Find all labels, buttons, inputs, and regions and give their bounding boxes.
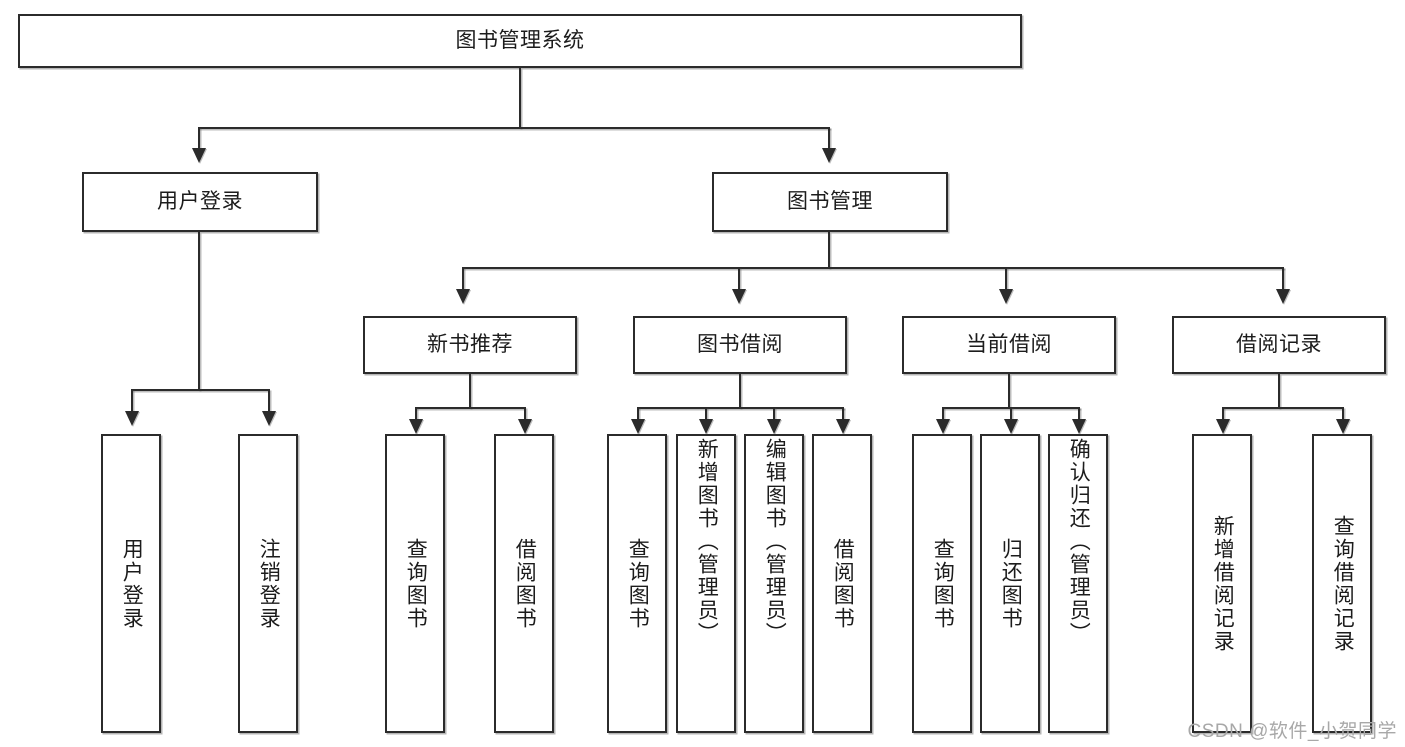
arrowhead-book-manage-to-current-borrow (999, 289, 1013, 304)
node-leaf-return-book[interactable]: 归还图书 (980, 434, 1040, 733)
connector-new-book-rec-to-leaf2 (524, 407, 526, 421)
arrowhead-book-manage-to-borrow-record (1276, 289, 1290, 304)
node-leaf-borrow-book-2[interactable]: 借阅图书 (812, 434, 872, 733)
connector-current-borrow-stem (1008, 374, 1010, 408)
arrowhead-user-login-to-leaf1 (125, 411, 139, 426)
node-root[interactable]: 图书管理系统 (18, 14, 1022, 68)
arrowhead-book-manage-to-book-borrow (732, 289, 746, 304)
node-leaf-add-book-admin[interactable]: 新增图书（管理员） (676, 434, 736, 733)
node-leaf-query-book-3[interactable]: 查询图书 (912, 434, 972, 733)
node-leaf-confirm-return-admin[interactable]: 确认归还（管理员） (1048, 434, 1108, 733)
node-leaf-add-borrow-record-label: 新增借阅记录 (1211, 514, 1235, 653)
connector-new-book-rec-stem (469, 374, 471, 408)
connector-book-borrow-to-leaf4 (842, 407, 844, 421)
arrowhead-current-borrow-to-leaf3 (1072, 419, 1086, 434)
node-leaf-query-borrow-record[interactable]: 查询借阅记录 (1312, 434, 1372, 733)
connector-user-login-stem (198, 232, 200, 390)
arrowhead-root-to-book-manage (822, 148, 836, 163)
arrowhead-book-borrow-to-leaf1 (631, 419, 645, 434)
node-leaf-return-book-label: 归还图书 (999, 537, 1023, 630)
node-new-book-rec[interactable]: 新书推荐 (363, 316, 577, 374)
connector-user-login-to-leaf1 (131, 389, 133, 413)
node-leaf-query-book-2[interactable]: 查询图书 (607, 434, 667, 733)
connector-borrow-record-bus (1222, 407, 1342, 409)
connector-book-borrow-to-leaf3 (773, 407, 775, 421)
connector-book-manage-to-current-borrow (1005, 267, 1007, 291)
arrowhead-root-to-user-login (192, 148, 206, 163)
connector-book-borrow-bus (637, 407, 844, 409)
node-leaf-query-book-1-label: 查询图书 (404, 537, 428, 630)
node-user-login-label: 用户登录 (157, 189, 243, 213)
node-root-label: 图书管理系统 (455, 28, 585, 52)
node-leaf-confirm-return-admin-label: 确认归还（管理员） (1067, 438, 1091, 645)
node-leaf-add-book-admin-label: 新增图书（管理员） (695, 438, 719, 645)
node-leaf-add-borrow-record[interactable]: 新增借阅记录 (1192, 434, 1252, 733)
arrowhead-new-book-rec-to-leaf1 (409, 419, 423, 434)
arrowhead-current-borrow-to-leaf1 (936, 419, 950, 434)
node-book-manage[interactable]: 图书管理 (712, 172, 948, 232)
connector-book-borrow-to-leaf2 (705, 407, 707, 421)
node-user-login[interactable]: 用户登录 (82, 172, 318, 232)
node-borrow-record-label: 借阅记录 (1236, 332, 1322, 356)
node-leaf-edit-book-admin[interactable]: 编辑图书（管理员） (744, 434, 804, 733)
connector-book-manage-to-borrow-record (1282, 267, 1284, 291)
connector-book-manage-bus (462, 267, 1284, 269)
node-current-borrow[interactable]: 当前借阅 (902, 316, 1116, 374)
arrowhead-new-book-rec-to-leaf2 (518, 419, 532, 434)
connector-root-to-user-login (198, 127, 200, 150)
connector-user-login-bus (131, 389, 268, 391)
node-leaf-user-login-label: 用户登录 (120, 537, 144, 630)
node-new-book-rec-label: 新书推荐 (427, 332, 513, 356)
connector-new-book-rec-to-leaf1 (415, 407, 417, 421)
connector-book-manage-to-book-borrow (738, 267, 740, 291)
node-leaf-user-login[interactable]: 用户登录 (101, 434, 161, 733)
node-leaf-query-book-3-label: 查询图书 (931, 537, 955, 630)
connector-root-stem (519, 68, 521, 128)
connector-book-manage-stem (828, 232, 830, 268)
node-leaf-edit-book-admin-label: 编辑图书（管理员） (763, 438, 787, 645)
connector-root-to-book-manage (828, 127, 830, 150)
node-book-borrow-label: 图书借阅 (697, 332, 783, 356)
node-leaf-borrow-book-1-label: 借阅图书 (513, 537, 537, 630)
connector-borrow-record-to-leaf2 (1342, 407, 1344, 421)
node-leaf-user-logout-label: 注销登录 (257, 537, 281, 630)
node-leaf-query-book-1[interactable]: 查询图书 (385, 434, 445, 733)
arrowhead-current-borrow-to-leaf2 (1004, 419, 1018, 434)
connector-user-login-to-leaf2 (268, 389, 270, 413)
arrowhead-book-manage-to-new-book-rec (456, 289, 470, 304)
node-borrow-record[interactable]: 借阅记录 (1172, 316, 1386, 374)
connector-book-borrow-stem (739, 374, 741, 408)
connector-borrow-record-stem (1278, 374, 1280, 408)
node-leaf-user-logout[interactable]: 注销登录 (238, 434, 298, 733)
node-leaf-borrow-book-1[interactable]: 借阅图书 (494, 434, 554, 733)
connector-root-bus (198, 127, 830, 129)
connector-book-borrow-to-leaf1 (637, 407, 639, 421)
connector-borrow-record-to-leaf1 (1222, 407, 1224, 421)
node-book-manage-label: 图书管理 (787, 189, 873, 213)
node-leaf-borrow-book-2-label: 借阅图书 (831, 537, 855, 630)
arrowhead-borrow-record-to-leaf2 (1336, 419, 1350, 434)
connector-book-manage-to-new-book-rec (462, 267, 464, 291)
node-current-borrow-label: 当前借阅 (966, 332, 1052, 356)
connector-current-borrow-to-leaf3 (1078, 407, 1080, 421)
arrowhead-borrow-record-to-leaf1 (1216, 419, 1230, 434)
node-leaf-query-borrow-record-label: 查询借阅记录 (1331, 514, 1355, 653)
connector-current-borrow-to-leaf1 (942, 407, 944, 421)
arrowhead-book-borrow-to-leaf4 (836, 419, 850, 434)
arrowhead-user-login-to-leaf2 (262, 411, 276, 426)
node-book-borrow[interactable]: 图书借阅 (633, 316, 847, 374)
connector-new-book-rec-bus (415, 407, 524, 409)
arrowhead-book-borrow-to-leaf2 (699, 419, 713, 434)
node-leaf-query-book-2-label: 查询图书 (626, 537, 650, 630)
connector-current-borrow-to-leaf2 (1010, 407, 1012, 421)
arrowhead-book-borrow-to-leaf3 (767, 419, 781, 434)
